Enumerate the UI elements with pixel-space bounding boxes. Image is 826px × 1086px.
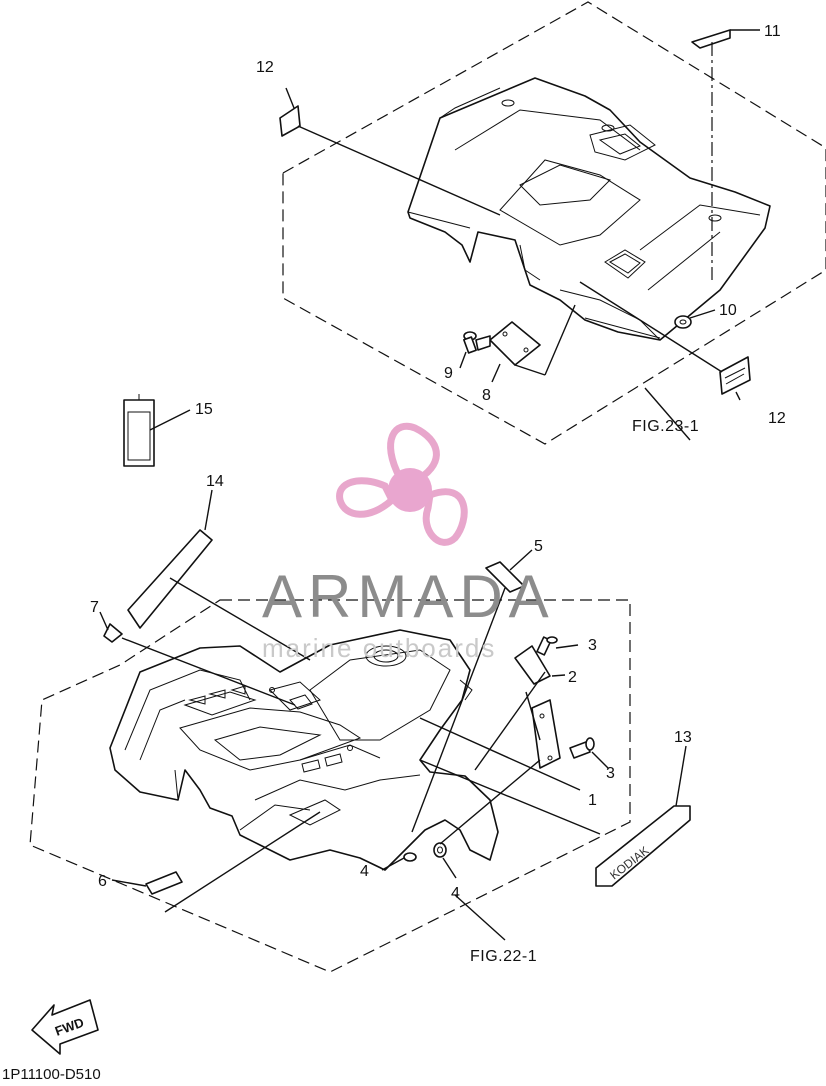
callout-14: 14	[206, 473, 224, 490]
callout-13: 13	[674, 729, 692, 746]
watermark-tagline: marine outboards	[262, 633, 496, 663]
washer-10	[674, 315, 692, 329]
bolt-3-lower	[569, 737, 595, 759]
callout-12-upper: 12	[256, 59, 274, 76]
label-15	[123, 394, 155, 467]
decal-11	[691, 29, 731, 49]
callout-9: 9	[444, 365, 453, 382]
fig-ref-rear[interactable]: FIG.23-1	[632, 418, 699, 435]
bolt-9	[463, 331, 491, 354]
emblem-7	[103, 623, 123, 643]
callout-11: 11	[764, 23, 781, 40]
decal-12-lower	[719, 356, 751, 395]
callout-3-lower: 3	[606, 765, 615, 782]
bracket-2	[514, 645, 551, 685]
washer-4-right	[433, 842, 447, 858]
front-fender-group: KODIAK	[29, 394, 691, 973]
plate-1	[531, 699, 561, 769]
callout-5: 5	[534, 538, 543, 555]
callout-12-lower: 12	[768, 410, 786, 427]
callout-15: 15	[195, 401, 213, 418]
decal-5	[485, 561, 525, 593]
callout-3-upper: 3	[588, 637, 597, 654]
callout-labels: 11 12 10 9 8 12 15 14 5 7 3 2 13 3 1 4 4…	[90, 23, 786, 902]
callout-8: 8	[482, 387, 491, 404]
rear-leader-lines	[285, 29, 760, 441]
decal-14	[127, 529, 213, 629]
decal-13-kodiak: KODIAK	[595, 805, 691, 887]
callout-4-right: 4	[451, 885, 460, 902]
decal-6	[145, 871, 183, 895]
front-fender	[109, 629, 499, 871]
watermark: ARMADA marine outboards	[262, 422, 555, 663]
rear-fender-group	[279, 1, 826, 445]
callout-2: 2	[568, 669, 577, 686]
callout-6: 6	[98, 873, 107, 890]
rear-fender-small-parts	[279, 29, 751, 395]
forward-direction-arrow: FWD	[31, 999, 99, 1055]
front-leader-lines	[99, 409, 687, 941]
fig-ref-front[interactable]: FIG.22-1	[470, 948, 537, 965]
diagram-code: 1P11100-D510	[2, 1066, 101, 1081]
propeller-hub	[388, 468, 432, 512]
callout-10: 10	[719, 302, 737, 319]
bolt-3-upper	[536, 636, 558, 656]
washer-4-left	[403, 852, 417, 862]
callout-4-left: 4	[360, 863, 369, 880]
plate-8	[489, 321, 541, 366]
rear-group-boundary	[282, 1, 826, 445]
callout-7: 7	[90, 599, 99, 616]
rear-fender	[407, 77, 771, 341]
decal-12-upper	[279, 105, 301, 137]
callout-1: 1	[588, 792, 597, 809]
watermark-brand: ARMADA	[262, 563, 555, 630]
propeller-logo	[336, 422, 468, 546]
